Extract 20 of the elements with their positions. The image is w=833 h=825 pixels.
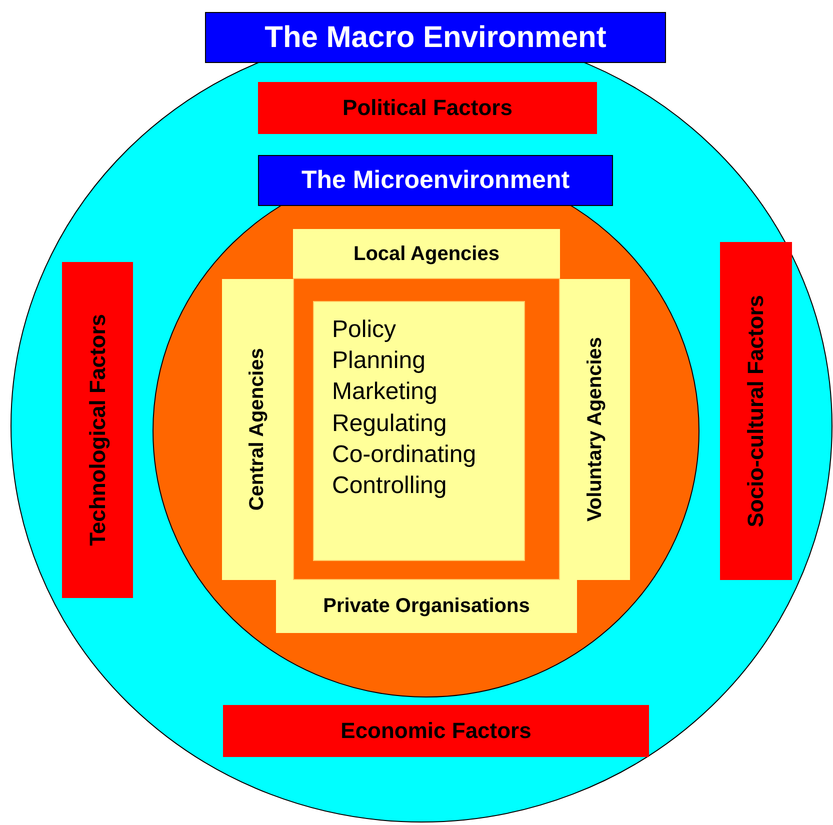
heading: The Microenvironment <box>258 155 613 206</box>
function-item: Marketing <box>332 377 438 408</box>
function-item: Planning <box>332 346 426 376</box>
factor-bar: Political Factors <box>258 82 597 134</box>
function-item: Regulating <box>332 408 447 439</box>
agency-box: Voluntary Agencies <box>560 279 630 580</box>
function-item: Policy <box>332 315 396 345</box>
function-list-box <box>313 301 525 561</box>
function-item: Controlling <box>332 470 447 501</box>
macro-environment-circle <box>10 12 833 824</box>
factor-bar: Socio-cultural Factors <box>720 242 792 580</box>
microenvironment-circle <box>152 155 700 697</box>
factor-bar: Technological Factors <box>62 262 133 598</box>
factor-bar: Economic Factors <box>223 705 649 757</box>
inner-square <box>293 278 560 580</box>
agency-box: Private Organisations <box>276 580 577 633</box>
function-item: Co-ordinating <box>332 440 476 470</box>
heading: The Macro Environment <box>205 12 666 63</box>
agency-box: Central Agencies <box>222 279 293 580</box>
agency-box: Local Agencies <box>293 229 560 279</box>
